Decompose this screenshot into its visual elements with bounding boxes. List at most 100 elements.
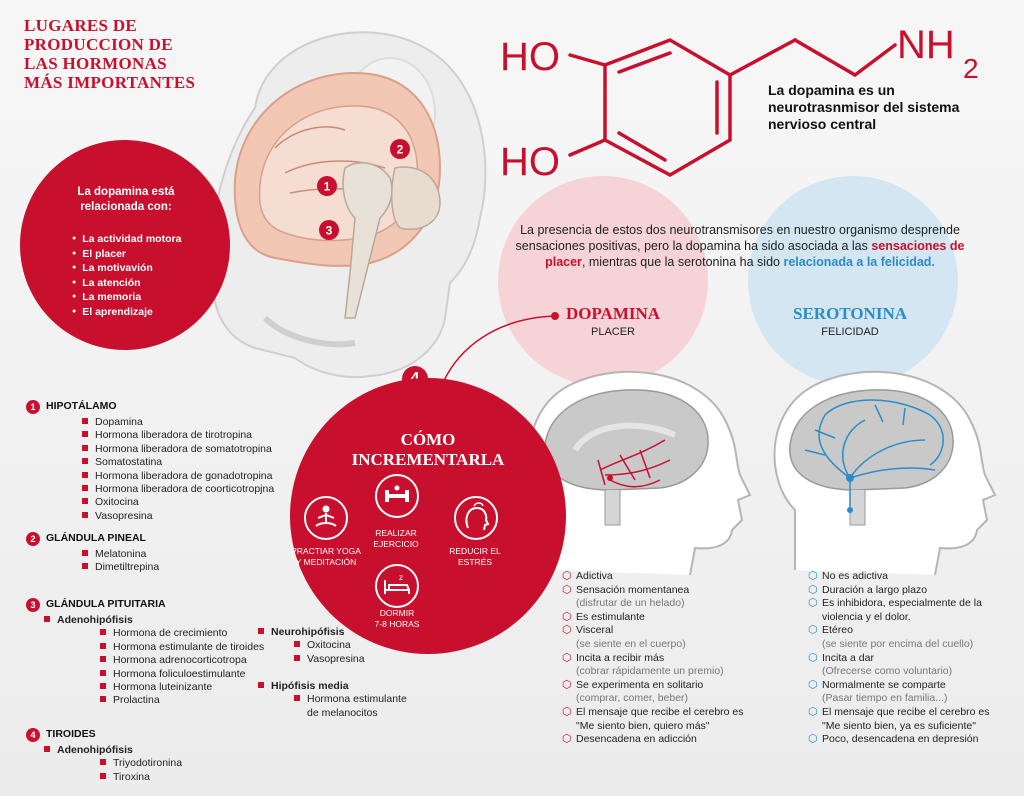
ejercicio-label: REALIZAR EJERCICIO — [360, 528, 432, 550]
highlight-placer: sensaciones de placer — [545, 239, 965, 269]
trait-text: Sensación momentanea — [576, 583, 690, 596]
list-item: Dimetiltrepina — [26, 561, 276, 574]
trait-note: (Ofrecerse como voluntario) — [822, 665, 953, 678]
hexagon-icon: ⬡ — [808, 570, 818, 582]
list-item: Hormona estimulante de tiroides — [26, 641, 276, 654]
trait-text: Es estimulante — [576, 610, 645, 623]
trait-row: ⬡ No es adictiva — [808, 570, 1020, 584]
trait-row: ⬡ Incita a dar(Ofrecerse como voluntario) — [808, 652, 1020, 679]
brain-marker-3: 3 — [326, 224, 333, 238]
dopamine-bg-circle — [498, 176, 708, 386]
dopamina-subtitle: PLACER — [590, 326, 636, 338]
trait-row: ⬡Incita a recibir más(cobrar rápidamente… — [562, 652, 772, 679]
label-line: DORMIR — [379, 608, 415, 618]
brain-marker-1: 1 — [324, 180, 331, 194]
bed-icon: z — [375, 564, 419, 608]
trait-note: (se siente en el cuerpo) — [576, 637, 686, 650]
hexagon-icon: ⬡ — [808, 651, 818, 664]
main-title: LUGARES DE PRODUCCION DE LAS HORMONAS MÁ… — [24, 16, 214, 92]
label-line: REDUCIR EL — [449, 546, 501, 556]
list-item: Vasopresina — [258, 653, 438, 666]
hexagon-icon: ⬡ — [808, 597, 818, 610]
dopamine-head-profile — [528, 370, 752, 576]
hexagon-icon: ⬡ — [808, 678, 818, 691]
hexagon-icon: ⬡ — [808, 733, 818, 746]
skull-brain-illustration: 1 2 3 — [210, 31, 487, 379]
intro-paragraph: La presencia de estos dos neurotransmiso… — [510, 222, 970, 270]
list-item: La atención — [72, 276, 181, 291]
title-line: PRODUCCION DE — [24, 35, 173, 54]
list-item: de melanocitos — [307, 706, 378, 719]
trait-note: violencia y el dolor. — [822, 610, 911, 623]
trait-row: ⬡Sensación momentanea(disfrutar de un he… — [562, 584, 772, 611]
hexagon-icon: ⬡ — [562, 624, 572, 637]
trait-text: El mensaje que recibe el cerebro es — [576, 705, 744, 718]
trait-row: ⬡El mensaje que recibe el cerebro es"Me … — [808, 706, 1020, 733]
trait-text: El mensaje que recibe el cerebro es — [822, 705, 990, 718]
list-item: Oxitocina — [258, 639, 438, 652]
yoga-label: PRACTIAR YOGA Y MEDITACIÓN — [284, 546, 368, 568]
subsection-title: Hipófisis media — [258, 680, 438, 693]
label-line: EJERCICIO — [373, 539, 419, 549]
list-item: Hormona liberadora de somatotropina — [26, 443, 296, 456]
trait-note: (se siente por encima del cuello) — [822, 637, 974, 650]
list-item: Hormona adrenocorticotropa — [26, 654, 276, 667]
list-item: La motivavión — [72, 261, 181, 276]
list-item: Hormona liberadora de gonadotropina — [26, 470, 296, 483]
list-item: El placer — [72, 247, 181, 262]
list-item: Hormona foliculoestimulante — [26, 668, 276, 681]
list-item: La memoria — [72, 290, 181, 305]
trait-row: ⬡Adictiva — [562, 570, 772, 584]
title-line: CÓMO — [400, 430, 456, 449]
dopamine-molecule: HO HO NH 2 — [500, 23, 979, 184]
list-item: Hormona estimulante — [258, 693, 438, 706]
list-item: Hormona liberadora de coorticotropjna — [26, 483, 296, 496]
svg-text:z: z — [399, 573, 403, 582]
list-item: Hormona de crecimiento — [26, 627, 276, 640]
trait-text: Desencadena en adicción — [576, 733, 697, 746]
list-item: Melatonina — [26, 548, 276, 561]
section-number: 4 — [26, 728, 40, 742]
list-item: El aprendizaje — [72, 305, 181, 320]
neurohipofisis-section: Neurohipófisis Oxitocina Vasopresina — [258, 626, 438, 666]
paragraph-text: La presencia de estos dos neurotransmiso… — [515, 223, 960, 253]
trait-text: Visceral — [576, 624, 614, 637]
incrementarla-title: CÓMO INCREMENTARLA — [290, 430, 566, 470]
dopamine-relations-heading: La dopamina está relacionada con: — [77, 186, 175, 213]
trait-note: "Me siento bien, quiero más" — [576, 719, 710, 732]
subsection-title: Adenohipófisis — [26, 614, 276, 627]
section-number: 3 — [26, 598, 40, 612]
hexagon-icon: ⬡ — [562, 651, 572, 664]
title-line: LUGARES DE — [24, 16, 138, 35]
section-title: GLÁNDULA PINEAL — [46, 532, 146, 545]
section-number: 1 — [26, 400, 40, 414]
trait-text: Se experimenta en solitario — [576, 678, 704, 691]
ho-top-label: HO — [500, 35, 560, 79]
nh-label: NH — [897, 23, 955, 67]
brain-marker-2: 2 — [397, 143, 404, 157]
subsection-title: Neurohipófisis — [258, 626, 438, 639]
trait-text: Adictiva — [576, 570, 613, 582]
trait-text: No es adictiva — [822, 570, 888, 582]
list-item: Hormona luteinizante — [26, 681, 276, 694]
label-line: PRACTIAR YOGA — [291, 546, 361, 556]
trait-row: ⬡Es estimulante — [562, 611, 772, 625]
hexagon-icon: ⬡ — [562, 705, 572, 718]
trait-text: Etéreo — [822, 624, 853, 637]
trait-text: Incita a dar — [822, 651, 874, 664]
hexagon-icon: ⬡ — [562, 678, 572, 691]
trait-note: (cobrar rápidamente un premio) — [576, 665, 724, 678]
label-line: 7-8 HORAS — [374, 619, 420, 629]
trait-note: "Me siento bien, ya es suficiente" — [822, 719, 976, 732]
trait-row: ⬡Etéreo(se siente por encima del cuello) — [808, 624, 1020, 651]
trait-row: ⬡Normalmente se comparte(Pasar tiempo en… — [808, 679, 1020, 706]
dumbbell-icon — [375, 474, 419, 518]
yoga-icon — [304, 496, 348, 540]
